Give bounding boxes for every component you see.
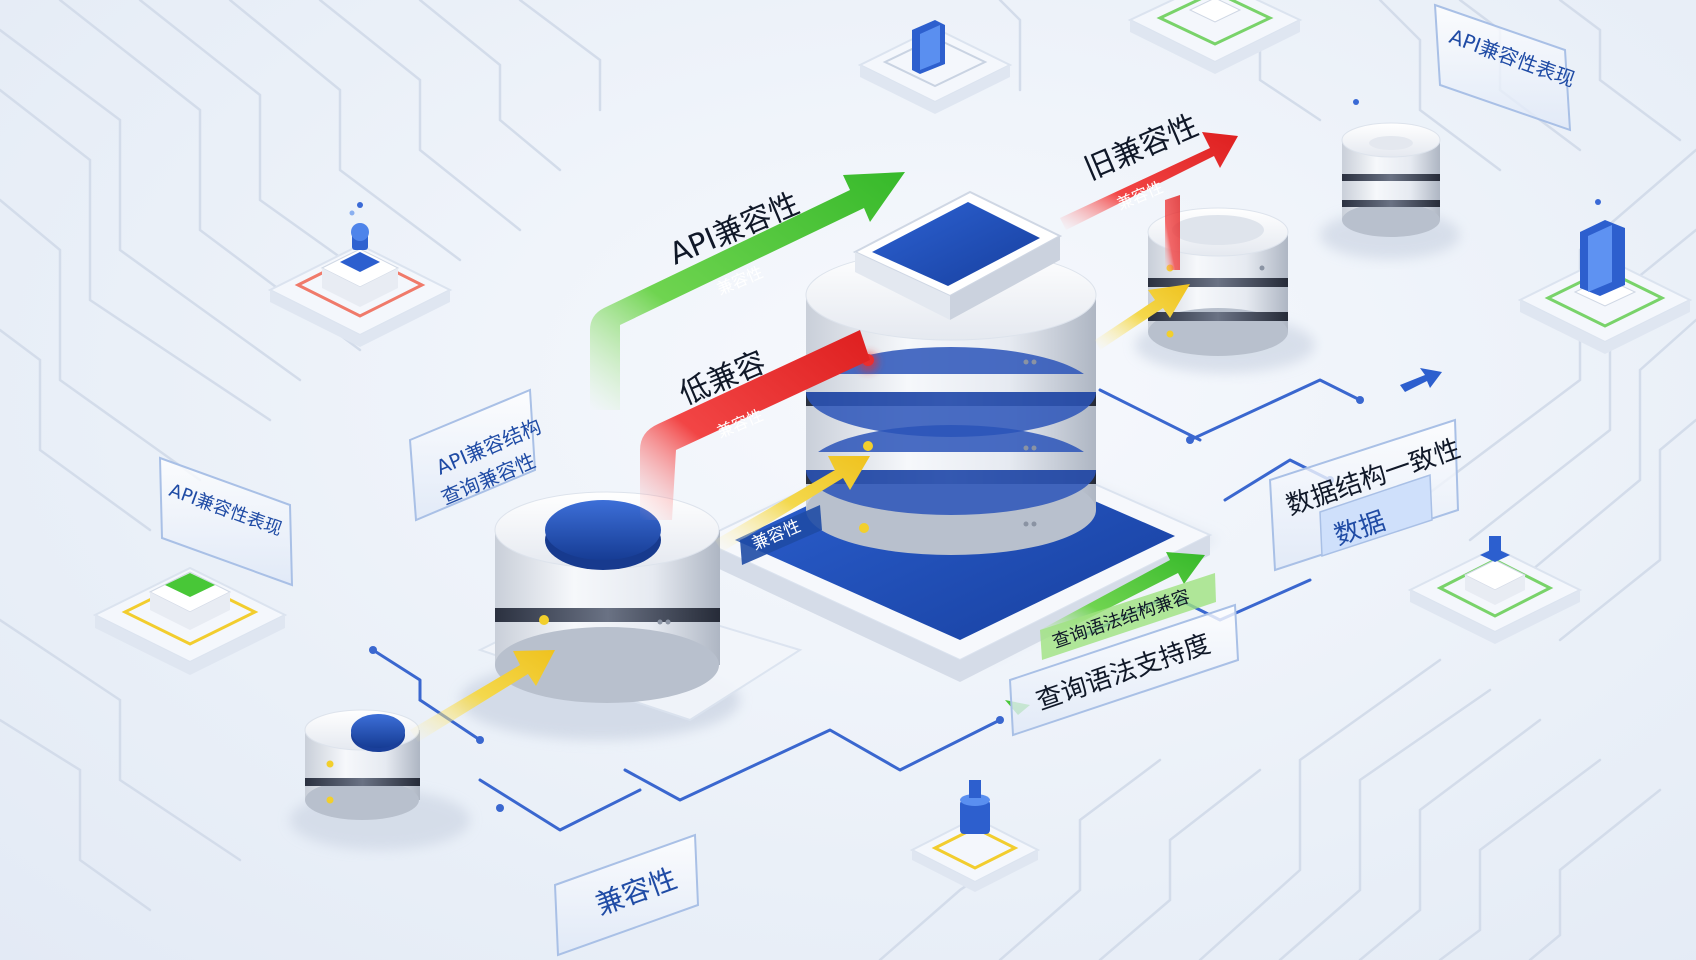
device-top-right <box>1127 0 1303 74</box>
arrow-green <box>590 172 905 410</box>
panel-data-consistency <box>1268 418 1460 572</box>
server-top-right <box>1320 99 1460 259</box>
device-top-center <box>857 20 1013 114</box>
server-left <box>460 491 803 740</box>
panel-left <box>158 456 294 587</box>
arrow-red-right <box>1060 132 1238 270</box>
tag-compat-center <box>740 505 822 565</box>
panel-bottom <box>553 833 700 957</box>
device-left <box>92 566 288 675</box>
panel-top-right <box>1433 3 1572 132</box>
server-bottom-left <box>290 709 470 850</box>
panel-middle <box>408 388 537 522</box>
label-old-compat: 旧兼容性 <box>1079 108 1203 187</box>
arrow-yellow-right <box>1095 284 1190 350</box>
arrow-blue-right <box>1400 368 1442 392</box>
arrow-red-left <box>640 330 870 520</box>
device-bottom-center <box>909 780 1041 892</box>
device-right-middle <box>1407 536 1583 644</box>
device-top-left <box>267 202 453 347</box>
arrow-yellow-bottom <box>410 650 555 742</box>
panel-query-support <box>1008 573 1240 737</box>
arrow-yellow-center <box>715 456 870 552</box>
device-right <box>1517 199 1693 354</box>
server-main <box>805 190 1097 555</box>
